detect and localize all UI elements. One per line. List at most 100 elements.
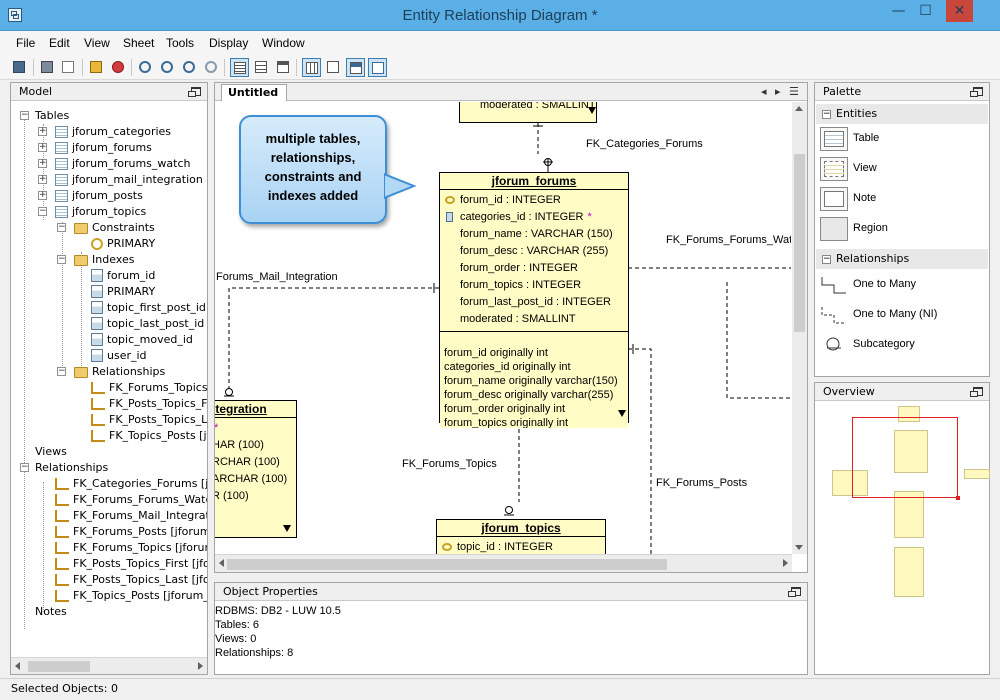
expand-icon[interactable]: + xyxy=(38,126,47,136)
tree-node-constraint[interactable]: PRIMARY xyxy=(77,236,155,252)
entity-jforum-mail-integration[interactable]: itegration * HAR (100) RCHAR (100) ARCHA… xyxy=(215,400,297,538)
entity-jforum-categories[interactable]: moderated : SMALLINT xyxy=(459,102,597,123)
region-tool-icon[interactable] xyxy=(820,217,848,241)
zoom-out-icon[interactable] xyxy=(180,58,199,77)
scroll-down-icon[interactable] xyxy=(795,545,803,550)
tree-node-index[interactable]: PRIMARY xyxy=(77,284,155,300)
table-tool-icon[interactable] xyxy=(820,127,848,151)
one-to-many-icon[interactable] xyxy=(820,275,848,295)
scroll-thumb[interactable] xyxy=(28,661,90,672)
menu-display[interactable]: Display xyxy=(209,36,249,50)
tree-node-relationship[interactable]: FK_Posts_Topics_Last [jforu xyxy=(38,572,207,588)
show-types-icon[interactable] xyxy=(302,58,321,77)
scroll-left-icon[interactable] xyxy=(15,662,20,670)
zoom-in-icon[interactable] xyxy=(158,58,177,77)
restore-icon[interactable] xyxy=(788,587,801,597)
tab-next-icon[interactable]: ▸ xyxy=(775,85,781,98)
tree-node-relationship[interactable]: FK_Posts_Topics_Fir xyxy=(77,396,207,412)
page-setup-icon[interactable] xyxy=(59,58,78,77)
entity-jforum-topics[interactable]: jforum_topics topic_id : INTEGER xyxy=(436,519,606,554)
tree-node-index[interactable]: topic_first_post_id xyxy=(77,300,206,316)
tree-node-relationship[interactable]: FK_Forums_Posts [jforum_fo xyxy=(38,524,207,540)
show-notes-icon[interactable] xyxy=(346,58,365,77)
view-tool-icon[interactable] xyxy=(820,157,848,181)
scroll-down-icon[interactable] xyxy=(283,525,291,532)
tree-node-table[interactable]: +jforum_posts xyxy=(38,189,143,202)
palette-item-one-to-many[interactable]: One to Many xyxy=(853,278,916,290)
tree-node-relationship[interactable]: FK_Topics_Posts [jfo xyxy=(77,428,207,444)
expand-icon[interactable]: + xyxy=(38,142,47,152)
tab-list-icon[interactable]: ☰ xyxy=(789,85,799,98)
tree-node-indexes[interactable]: −Indexes xyxy=(57,253,135,266)
canvas-horizontal-scrollbar[interactable] xyxy=(215,554,792,572)
collapse-icon[interactable]: − xyxy=(57,254,66,264)
relationship-label[interactable]: FK_Forums_Posts xyxy=(656,477,748,489)
scroll-down-icon[interactable] xyxy=(588,107,596,114)
palette-item-view[interactable]: View xyxy=(853,162,877,174)
tree-node-table[interactable]: +jforum_forums xyxy=(38,141,152,154)
minimize-button[interactable]: — xyxy=(891,3,906,19)
relationship-label[interactable]: Forums_Mail_Integration xyxy=(216,271,338,283)
tree-horizontal-scrollbar[interactable] xyxy=(11,657,207,674)
palette-item-table[interactable]: Table xyxy=(853,132,880,144)
note-tool-icon[interactable] xyxy=(820,187,848,211)
tree-node-relationship[interactable]: FK_Posts_Topics_La xyxy=(77,412,207,428)
tree-node-relationship[interactable]: FK_Forums_Topics [jforum_f xyxy=(38,540,207,556)
palette-section-relationships[interactable]: −Relationships xyxy=(816,249,988,269)
restore-icon[interactable] xyxy=(188,87,201,97)
show-keys-icon[interactable] xyxy=(252,58,271,77)
model-tree[interactable]: −Tables +jforum_categories +jforum_forum… xyxy=(11,102,207,657)
show-columns-icon[interactable] xyxy=(230,58,249,77)
tree-node-views[interactable]: Views xyxy=(35,445,67,458)
palette-section-entities[interactable]: −Entities xyxy=(816,104,988,124)
palette-item-region[interactable]: Region xyxy=(853,222,888,234)
scroll-right-icon[interactable] xyxy=(783,559,788,567)
app-icon[interactable] xyxy=(8,8,22,22)
menu-tools[interactable]: Tools xyxy=(166,36,195,50)
tree-node-table[interactable]: +jforum_mail_integration xyxy=(38,173,203,186)
palette-item-note[interactable]: Note xyxy=(853,192,877,204)
tree-node-table[interactable]: +jforum_forums_watch xyxy=(38,157,191,170)
stop-icon[interactable] xyxy=(109,58,128,77)
maximize-button[interactable]: ☐ xyxy=(919,3,932,19)
tree-node-tables[interactable]: −Tables xyxy=(20,109,70,122)
relationship-label[interactable]: FK_Forums_Topics xyxy=(402,458,497,470)
tree-node-index[interactable]: topic_moved_id xyxy=(77,332,193,348)
save-icon[interactable] xyxy=(10,58,29,77)
collapse-icon[interactable]: − xyxy=(57,366,66,376)
tab-prev-icon[interactable]: ◂ xyxy=(761,85,767,98)
palette-item-one-to-many-ni[interactable]: One to Many (NI) xyxy=(853,308,938,320)
tree-node-relationship[interactable]: FK_Topics_Posts [jforum_to xyxy=(38,588,207,604)
show-null-icon[interactable] xyxy=(324,58,343,77)
collapse-icon[interactable]: − xyxy=(38,206,47,216)
diagram-canvas[interactable]: moderated : SMALLINT jforum_forums forum… xyxy=(215,102,791,554)
tree-node-relationship[interactable]: FK_Forums_Forums_Watch xyxy=(38,492,207,508)
scroll-thumb[interactable] xyxy=(227,559,667,570)
overview-viewport[interactable] xyxy=(852,417,960,500)
tab-untitled-1[interactable]: Untitled 1 xyxy=(221,84,287,115)
collapse-icon[interactable]: − xyxy=(57,222,66,232)
tree-node-relationship[interactable]: FK_Categories_Forums [jfor xyxy=(38,476,207,492)
one-to-many-ni-icon[interactable] xyxy=(820,305,848,325)
zoom-reset-icon[interactable] xyxy=(202,58,221,77)
collapse-icon[interactable]: − xyxy=(20,110,29,120)
menu-file[interactable]: File xyxy=(16,36,36,50)
relationship-label[interactable]: FK_Categories_Forums xyxy=(586,138,703,150)
tree-node-relationship[interactable]: FK_Forums_Mail_Integration xyxy=(38,508,207,524)
show-titles-icon[interactable] xyxy=(274,58,293,77)
menu-window[interactable]: Window xyxy=(262,36,305,50)
collapse-icon[interactable]: − xyxy=(822,254,831,264)
tree-node-relationship[interactable]: FK_Posts_Topics_First [jfor xyxy=(38,556,207,572)
palette-item-subcategory[interactable]: Subcategory xyxy=(853,338,915,350)
tree-node-index[interactable]: user_id xyxy=(77,348,147,364)
tree-node-relationship[interactable]: FK_Forums_Topics [j xyxy=(77,380,207,396)
tree-node-index[interactable]: topic_last_post_id xyxy=(77,316,204,332)
canvas-vertical-scrollbar[interactable] xyxy=(792,102,807,554)
restore-icon[interactable] xyxy=(970,387,983,397)
collapse-icon[interactable]: − xyxy=(822,109,831,119)
tree-node-notes[interactable]: Notes xyxy=(35,605,67,618)
restore-icon[interactable] xyxy=(970,87,983,97)
menu-view[interactable]: View xyxy=(84,36,110,50)
expand-icon[interactable]: + xyxy=(38,174,47,184)
scroll-right-icon[interactable] xyxy=(198,662,203,670)
